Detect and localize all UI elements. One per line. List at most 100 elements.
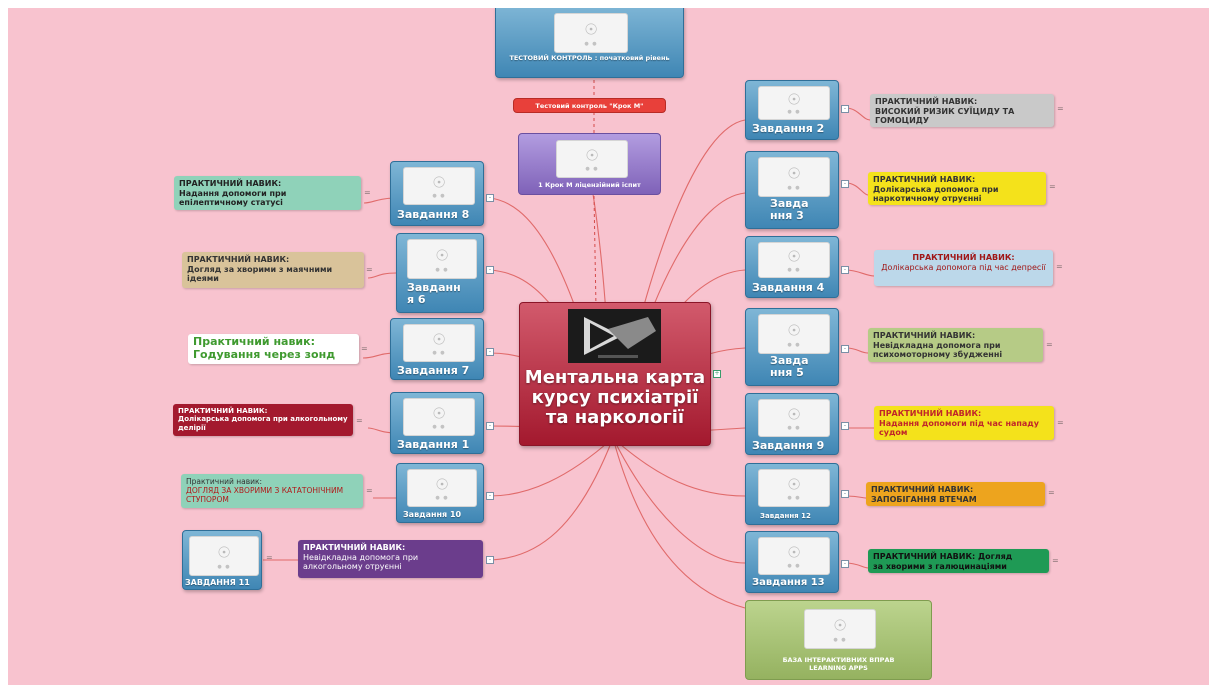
collapse-toggle[interactable]: -	[486, 556, 494, 564]
camera-icon: ☉	[435, 475, 449, 494]
task-node-1[interactable]: ☉● ● Завдання 1	[390, 392, 484, 454]
collapse-toggle[interactable]: -	[841, 345, 849, 353]
skill-node-5[interactable]: ПРАКТИЧНИЙ НАВИК:Невідкладна допомога пр…	[868, 328, 1043, 362]
task-label: Завдання 2	[752, 122, 825, 135]
note-marker: =	[1057, 418, 1064, 427]
learning-apps-node[interactable]: ☉● ● БАЗА ІНТЕРАКТИВНИХ ВПРАВ LEARNING A…	[745, 600, 932, 680]
skill-node-3[interactable]: ПРАКТИЧНИЙ НАВИК:Долікарська допомога пр…	[868, 172, 1046, 205]
task-node-5[interactable]: ☉● ● Завда ння 5	[745, 308, 839, 386]
task-node-6[interactable]: ☉● ● Завданн я 6	[396, 233, 484, 313]
task-label: ЗАВДАННЯ 11	[185, 578, 250, 587]
node-image-placeholder: ☉● ●	[758, 537, 830, 575]
note-marker: =	[1057, 104, 1064, 113]
camera-icon: ☉	[585, 146, 599, 165]
expand-toggle[interactable]: +	[713, 370, 721, 378]
note-marker: =	[1048, 488, 1055, 497]
collapse-toggle[interactable]: -	[486, 348, 494, 356]
camera-icon: ☉	[787, 321, 801, 340]
task-label: Завдання 9	[752, 439, 825, 452]
skill-description: Надання допомоги під час нападу судом	[879, 418, 1039, 438]
skill-node-9[interactable]: ПРАКТИЧНИЙ НАВИК:Надання допомоги під ча…	[874, 406, 1054, 440]
node-image-placeholder: ☉● ●	[804, 609, 876, 649]
node-image-placeholder: ☉● ●	[758, 157, 830, 197]
camera-icon: ☉	[787, 247, 801, 266]
task-node-11[interactable]: ☉● ● ЗАВДАННЯ 11	[182, 530, 262, 590]
skill-description: ЗАПОБІГАННЯ ВТЕЧАМ	[871, 494, 977, 504]
task-label: Завдання 12	[760, 512, 811, 520]
task-node-13[interactable]: ☉● ● Завдання 13	[745, 531, 839, 593]
camera-icon: ☉	[584, 20, 598, 39]
central-video-thumbnail[interactable]	[568, 309, 661, 363]
krok-m-node[interactable]: Тестовий контроль "Крок М"	[513, 98, 666, 113]
task-node-7[interactable]: ☉● ● Завдання 7	[390, 318, 484, 380]
note-marker: =	[366, 265, 373, 274]
collapse-toggle[interactable]: -	[486, 492, 494, 500]
node-image-placeholder: ☉● ●	[758, 314, 830, 354]
central-topic-node[interactable]: Ментальна карта курсу психіатрії та нарк…	[519, 302, 711, 446]
skill-node-4[interactable]: ПРАКТИЧНИЙ НАВИК:Долікарська допомога пі…	[874, 250, 1053, 286]
skill-node-1[interactable]: ПРАКТИЧНИЙ НАВИК:Долікарська допомога пр…	[173, 404, 353, 436]
task-node-2[interactable]: ☉● ● Завдання 2	[745, 80, 839, 140]
note-marker: =	[1049, 182, 1056, 191]
collapse-toggle[interactable]: -	[841, 560, 849, 568]
test-control-node[interactable]: ☉● ● ТЕСТОВИЙ КОНТРОЛЬ : початковий ріве…	[495, 8, 684, 78]
skill-title: Практичний навик:	[186, 477, 263, 486]
skill-description: Долікарська допомога під час депресії	[881, 262, 1046, 272]
camera-icon: ☉	[787, 543, 801, 562]
krok-exam-node[interactable]: ☉● ● 1 Крок М ліцензійний іспит	[518, 133, 661, 195]
node-image-placeholder: ☉● ●	[407, 239, 477, 279]
skill-description: Догляд за хворими з маячними ідеями	[187, 264, 333, 284]
camera-icon: ☉	[217, 543, 231, 562]
skill-node-7[interactable]: Практичний навик:Годування через зонд	[188, 334, 359, 364]
collapse-toggle[interactable]: -	[486, 422, 494, 430]
task-label: Завдання 8	[397, 208, 470, 221]
task-node-9[interactable]: ☉● ● Завдання 9	[745, 393, 839, 455]
note-marker: =	[1056, 262, 1063, 271]
collapse-toggle[interactable]: -	[841, 105, 849, 113]
collapse-toggle[interactable]: -	[486, 266, 494, 274]
node-image-placeholder: ☉● ●	[758, 86, 830, 120]
skill-title: ПРАКТИЧНИЙ НАВИК:	[178, 407, 268, 415]
skill-node-2[interactable]: ПРАКТИЧНИЙ НАВИК:ВИСОКИЙ РИЗИК СУЇЦИДУ Т…	[870, 94, 1054, 127]
placeholder-dots: ● ●	[787, 109, 801, 116]
skill-node-12[interactable]: ПРАКТИЧНИЙ НАВИК:ЗАПОБІГАННЯ ВТЕЧАМ	[866, 482, 1045, 506]
camera-icon: ☉	[787, 164, 801, 183]
task-node-3[interactable]: ☉● ● Завда ння 3	[745, 151, 839, 229]
placeholder-dots: ● ●	[432, 424, 446, 431]
note-marker: =	[364, 188, 371, 197]
krok-exam-label: 1 Крок М ліцензійний іспит	[538, 181, 641, 189]
placeholder-dots: ● ●	[432, 193, 446, 200]
task-node-12[interactable]: ☉● ● Завдання 12	[745, 463, 839, 525]
skill-description: Невідкладна допомога при алкогольному от…	[303, 552, 419, 572]
central-topic-title: Ментальна карта курсу психіатрії та нарк…	[524, 367, 706, 428]
placeholder-dots: ● ●	[787, 563, 801, 570]
skill-node-8[interactable]: ПРАКТИЧНИЙ НАВИК:Надання допомоги при еп…	[174, 176, 361, 210]
skill-title: Практичний навик:	[193, 335, 316, 348]
collapse-toggle[interactable]: -	[486, 194, 494, 202]
skill-description: Долікарська допомога при наркотичному от…	[873, 184, 999, 204]
note-marker: =	[1052, 556, 1059, 565]
skill-description: Надання допомоги при епілептичному стату…	[179, 188, 287, 208]
task-label: Завдання 7	[397, 364, 470, 377]
task-label: Завданн я 6	[407, 281, 461, 306]
placeholder-dots: ● ●	[787, 425, 801, 432]
skill-node-11[interactable]: ПРАКТИЧНИЙ НАВИК:Невідкладна допомога пр…	[298, 540, 483, 578]
skill-title: ПРАКТИЧНИЙ НАВИК:	[873, 331, 976, 340]
task-label: Завда ння 3	[770, 197, 809, 222]
skill-node-6[interactable]: ПРАКТИЧНИЙ НАВИК:Догляд за хворими з мая…	[182, 252, 364, 288]
collapse-toggle[interactable]: -	[841, 266, 849, 274]
collapse-toggle[interactable]: -	[841, 422, 849, 430]
task-node-4[interactable]: ☉● ● Завдання 4	[745, 236, 839, 298]
placeholder-dots: ● ●	[432, 350, 446, 357]
skill-node-10[interactable]: Практичний навик:ДОГЛЯД ЗА ХВОРИМИ З КАТ…	[181, 474, 363, 508]
placeholder-dots: ● ●	[787, 184, 801, 191]
test-control-label: ТЕСТОВИЙ КОНТРОЛЬ : початковий рівень	[509, 54, 670, 62]
note-marker: =	[266, 553, 273, 562]
skill-description: ДОГЛЯД ЗА ХВОРИМИ З КАТАТОНІЧНИМ СТУПОРО…	[186, 486, 344, 504]
task-node-8[interactable]: ☉● ● Завдання 8	[390, 161, 484, 226]
collapse-toggle[interactable]: -	[841, 180, 849, 188]
skill-title: ПРАКТИЧНИЙ НАВИК:	[875, 97, 978, 106]
collapse-toggle[interactable]: -	[841, 490, 849, 498]
task-node-10[interactable]: ☉● ● Завдання 10	[396, 463, 484, 523]
